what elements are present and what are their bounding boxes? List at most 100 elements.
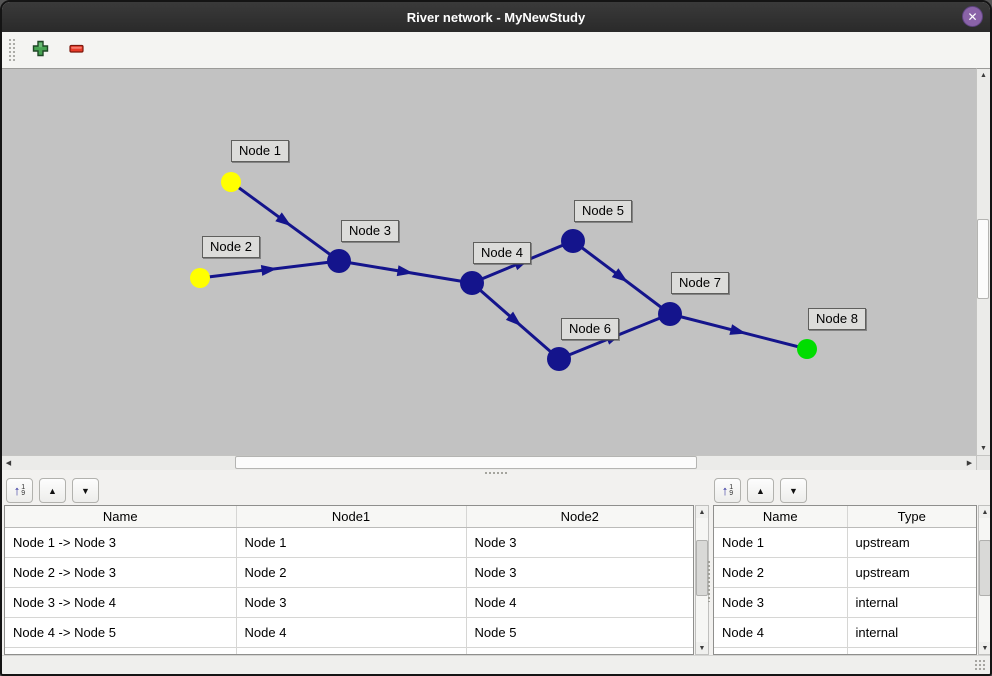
scroll-up-icon[interactable]: ▲ xyxy=(696,506,708,518)
node-label-node-6[interactable]: Node 6 xyxy=(561,318,619,340)
table-cell[interactable]: internal xyxy=(847,617,976,648)
column-header[interactable]: Name xyxy=(714,506,848,528)
node-label-node-3[interactable]: Node 3 xyxy=(341,220,399,242)
table-cell[interactable]: Node 3 xyxy=(714,587,848,618)
nodes-table-scrollbar[interactable]: ▲ ▼ xyxy=(978,505,990,655)
flow-arrow-icon xyxy=(729,324,747,335)
table-cell[interactable]: Node 4 -> Node 5 xyxy=(5,617,237,648)
sort-button[interactable]: ↑ 1 9 xyxy=(714,478,741,503)
scroll-up-icon[interactable]: ▲ xyxy=(979,506,990,518)
titlebar[interactable]: River network - MyNewStudy ✕ xyxy=(2,2,990,32)
node-node-4[interactable] xyxy=(460,271,484,295)
resize-grip-icon[interactable] xyxy=(974,659,987,672)
down-triangle-icon: ▼ xyxy=(81,485,90,496)
node-label-node-4[interactable]: Node 4 xyxy=(473,242,531,264)
add-button[interactable] xyxy=(28,38,52,62)
flow-arrow-icon xyxy=(260,265,278,276)
move-down-button[interactable]: ▼ xyxy=(72,478,99,503)
table-cell[interactable] xyxy=(236,647,467,654)
status-bar xyxy=(2,655,990,674)
sort-button[interactable]: ↑ 1 9 xyxy=(6,478,33,503)
remove-button[interactable] xyxy=(64,38,88,62)
table-cell[interactable]: internal xyxy=(847,587,976,618)
node-node-6[interactable] xyxy=(547,347,571,371)
scroll-right-icon[interactable]: ▶ xyxy=(963,456,976,470)
node-node-2[interactable] xyxy=(190,268,210,288)
scroll-down-icon[interactable]: ▼ xyxy=(979,642,990,654)
column-header[interactable]: Name xyxy=(5,506,237,528)
node-label-node-8[interactable]: Node 8 xyxy=(808,308,866,330)
close-button[interactable]: ✕ xyxy=(962,6,983,27)
scroll-up-icon[interactable]: ▲ xyxy=(977,69,990,82)
table-cell[interactable] xyxy=(714,647,848,654)
table-cell[interactable]: Node 3 xyxy=(466,557,693,588)
table-cell[interactable]: upstream xyxy=(847,557,976,588)
scroll-left-icon[interactable]: ◀ xyxy=(2,456,15,470)
node-label-node-5[interactable]: Node 5 xyxy=(574,200,632,222)
table-cell[interactable]: Node 4 xyxy=(236,617,467,648)
table-splitter-dots-icon[interactable] xyxy=(707,560,711,602)
edges-table-toolbar: ↑ 1 9 ▲ ▼ xyxy=(6,478,99,503)
table-row[interactable] xyxy=(714,647,976,654)
table-cell[interactable]: Node 4 xyxy=(466,587,693,618)
vertical-scroll-thumb[interactable] xyxy=(979,540,990,596)
canvas-horizontal-scrollbar[interactable]: ◀ ▶ xyxy=(2,455,976,470)
scrollbar-corner xyxy=(976,455,990,470)
column-header[interactable]: Node2 xyxy=(466,506,693,528)
horizontal-scroll-thumb[interactable] xyxy=(235,456,697,469)
toolbar-drag-handle[interactable] xyxy=(8,38,16,62)
table-cell[interactable]: upstream xyxy=(847,527,976,558)
table-cell[interactable]: Node 1 xyxy=(714,527,848,558)
canvas-vertical-scrollbar[interactable]: ▲ ▼ xyxy=(976,68,990,455)
table-cell[interactable]: Node 3 -> Node 4 xyxy=(5,587,237,618)
table-cell[interactable]: Node 2 xyxy=(714,557,848,588)
table-cell[interactable] xyxy=(847,647,976,654)
node-label-node-2[interactable]: Node 2 xyxy=(202,236,260,258)
scroll-down-icon[interactable]: ▼ xyxy=(977,442,990,455)
table-cell[interactable]: Node 1 xyxy=(236,527,467,558)
window-title: River network - MyNewStudy xyxy=(406,9,586,25)
move-up-button[interactable]: ▲ xyxy=(747,478,774,503)
table-cell[interactable]: Node 4 xyxy=(714,617,848,648)
node-label-node-1[interactable]: Node 1 xyxy=(231,140,289,162)
table-cell[interactable]: Node 3 xyxy=(466,527,693,558)
table-cell[interactable]: Node 1 -> Node 3 xyxy=(5,527,237,558)
node-node-3[interactable] xyxy=(327,249,351,273)
node-node-1[interactable] xyxy=(221,172,241,192)
vertical-scroll-thumb[interactable] xyxy=(977,219,989,299)
node-label-node-7[interactable]: Node 7 xyxy=(671,272,729,294)
column-header[interactable]: Type xyxy=(847,506,976,528)
table-cell[interactable]: Node 2 -> Node 3 xyxy=(5,557,237,588)
network-canvas[interactable]: Node 1 Node 2 Node 3 Node 4 Node 5 Node 6 Node… xyxy=(2,68,976,455)
move-down-button[interactable]: ▼ xyxy=(780,478,807,503)
column-header[interactable]: Node1 xyxy=(236,506,467,528)
table-cell[interactable]: Node 5 xyxy=(466,617,693,648)
flow-arrow-icon xyxy=(396,265,414,277)
nodes-table-toolbar: ↑ 1 9 ▲ ▼ xyxy=(714,478,807,503)
node-node-8[interactable] xyxy=(797,339,817,359)
move-up-button[interactable]: ▲ xyxy=(39,478,66,503)
table-cell[interactable] xyxy=(5,647,237,654)
table-cell[interactable]: Node 2 xyxy=(236,557,467,588)
scroll-down-icon[interactable]: ▼ xyxy=(696,642,708,654)
graph-area: Node 1 Node 2 Node 3 Node 4 Node 5 Node 6 Node… xyxy=(2,68,990,470)
panel-splitter[interactable] xyxy=(2,470,990,475)
table-cell[interactable] xyxy=(466,647,693,654)
table-cell[interactable]: Node 3 xyxy=(236,587,467,618)
down-triangle-icon: ▼ xyxy=(789,485,798,496)
table-row[interactable] xyxy=(5,647,693,654)
node-node-7[interactable] xyxy=(658,302,682,326)
main-toolbar xyxy=(2,32,990,68)
node-node-5[interactable] xyxy=(561,229,585,253)
